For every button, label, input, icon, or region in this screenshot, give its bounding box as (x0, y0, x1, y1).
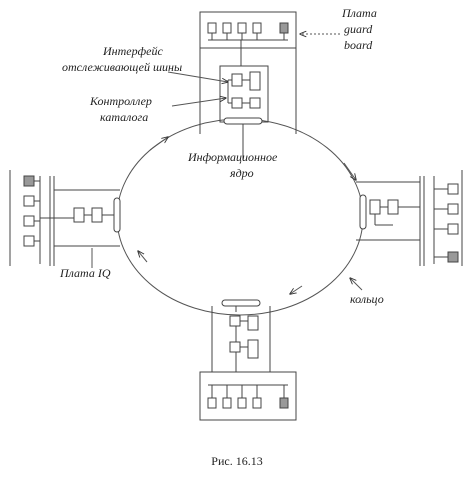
guard-board-label-line3: board (344, 38, 373, 52)
bottom-node (199, 299, 297, 421)
interface-label-line2: отслеживающей шины (62, 60, 183, 74)
ring-arrow-top-right (343, 162, 356, 180)
io-board-label: Плата IQ (60, 266, 111, 280)
guard-board-label-line1: Плата (342, 6, 377, 20)
ring-arrow-bottom-right (290, 285, 303, 294)
info-core-label-line1: Информационное (188, 150, 278, 164)
figure-caption: Рис. 16.13 (211, 454, 263, 468)
left-node (9, 170, 121, 266)
interface-label-line1: Интерфейс (103, 44, 163, 58)
right-node (356, 170, 463, 266)
controller-pointer (171, 98, 226, 107)
ring-ellipse (116, 118, 364, 316)
guard-board-label-line2: guard (344, 22, 373, 36)
ring-arrow-top-left (149, 137, 168, 151)
controller-label-line1: Контроллер (90, 94, 152, 108)
ring-label: кольцо (350, 292, 384, 306)
interface-pointer (167, 71, 228, 82)
ring-arrow-bottom-left (138, 251, 148, 263)
ring-pointer (350, 278, 363, 291)
controller-label-line2: каталога (100, 110, 149, 124)
info-core-label-line2: ядро (230, 166, 254, 180)
top-node (199, 11, 297, 160)
